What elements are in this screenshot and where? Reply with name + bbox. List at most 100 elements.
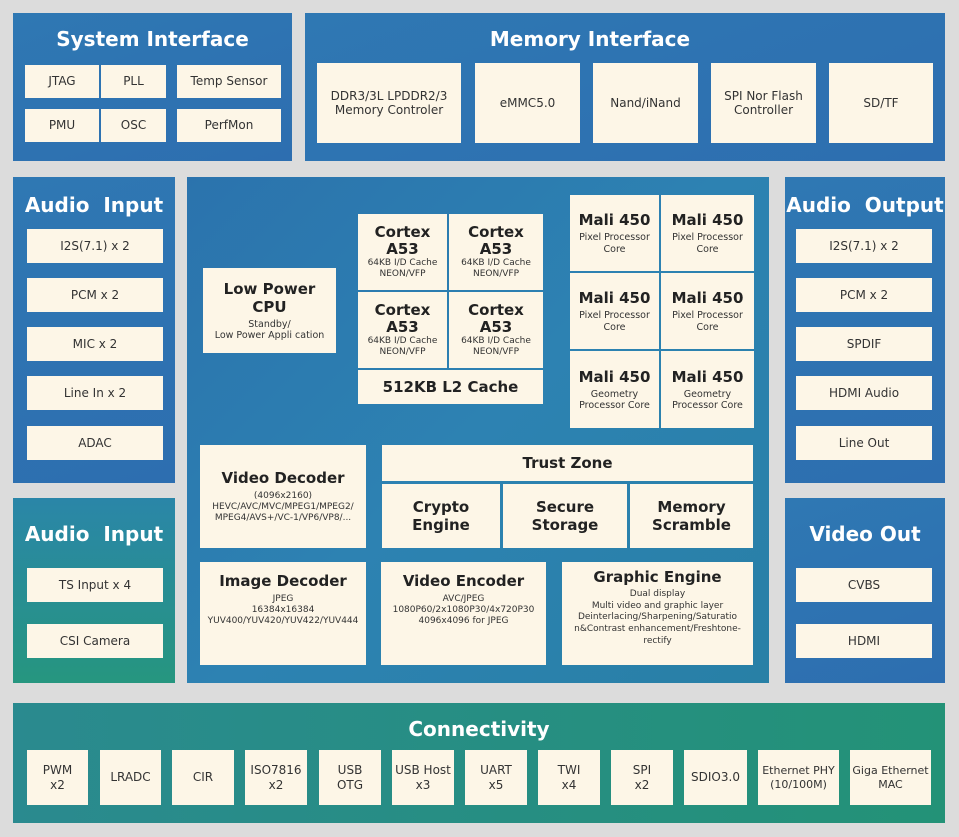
csi-camera-block: CSI Camera <box>27 624 163 658</box>
audio-output-panel: Audio Output I2S(7.1) x 2 PCM x 2 SPDIF … <box>785 177 945 483</box>
system-interface-panel: System Interface JTAG PLL Temp Sensor PM… <box>13 13 292 161</box>
lradc-block: LRADC <box>100 750 161 805</box>
pll-block: PLL <box>101 65 166 98</box>
low-power-cpu-desc: Standby/Low Power Appli cation <box>214 318 325 341</box>
trust-zone-header: Trust Zone <box>382 445 753 481</box>
line-out-block: Line Out <box>796 426 932 460</box>
video-out-panel: Video Out CVBS HDMI <box>785 498 945 683</box>
mic-block: MIC x 2 <box>27 327 163 361</box>
audio-input-2-panel: Audio Input TS Input x 4 CSI Camera <box>13 498 175 683</box>
ethernet-phy-block: Ethernet PHY(10/100M) <box>758 750 839 805</box>
audio-input-2-title: Audio Input <box>24 522 164 546</box>
cvbs-block: CVBS <box>796 568 932 602</box>
audio-input-title: Audio Input <box>24 193 164 217</box>
system-interface-title: System Interface <box>56 27 249 51</box>
temp-sensor-block: Temp Sensor <box>177 65 281 98</box>
perfmon-block: PerfMon <box>177 109 281 142</box>
video-out-title: Video Out <box>809 522 921 546</box>
pmu-block: PMU <box>25 109 99 142</box>
adac-block: ADAC <box>27 426 163 460</box>
jtag-block: JTAG <box>25 65 99 98</box>
l2-cache-block: 512KB L2 Cache <box>358 370 543 404</box>
image-decoder-title: Image Decoder <box>219 572 347 590</box>
nand-block: Nand/iNand <box>593 63 698 143</box>
video-decoder-block: Video Decoder (4096x2160)HEVC/AVC/MVC/MP… <box>200 445 366 548</box>
sd-tf-block: SD/TF <box>829 63 933 143</box>
cir-block: CIR <box>172 750 234 805</box>
line-in-block: Line In x 2 <box>27 376 163 410</box>
memory-interface-title: Memory Interface <box>489 27 691 51</box>
osc-block: OSC <box>101 109 166 142</box>
pcm-out-block: PCM x 2 <box>796 278 932 312</box>
mali-title: Mali 450 <box>671 289 744 308</box>
mali-title: Mali 450 <box>578 289 651 308</box>
i2s-out-block: I2S(7.1) x 2 <box>796 229 932 263</box>
mali-title: Mali 450 <box>671 367 744 386</box>
mali-title: Mali 450 <box>578 211 651 230</box>
mali-title: Mali 450 <box>578 367 651 386</box>
pcm-block: PCM x 2 <box>27 278 163 312</box>
hdmi-audio-block: HDMI Audio <box>796 376 932 410</box>
sdio-block: SDIO3.0 <box>684 750 747 805</box>
video-decoder-desc: (4096x2160)HEVC/AVC/MVC/MPEG1/MPEG2/MPEG… <box>212 491 354 523</box>
graphic-engine-title: Graphic Engine <box>593 568 722 586</box>
video-decoder-title: Video Decoder <box>221 469 345 488</box>
video-encoder-title: Video Encoder <box>402 572 525 590</box>
audio-input-panel: Audio Input I2S(7.1) x 2 PCM x 2 MIC x 2… <box>13 177 175 483</box>
ts-input-block: TS Input x 4 <box>27 568 163 602</box>
i2s-block: I2S(7.1) x 2 <box>27 229 163 263</box>
mali-title: Mali 450 <box>671 211 744 230</box>
connectivity-title: Connectivity <box>408 717 550 741</box>
audio-output-title: Audio Output <box>786 193 944 217</box>
emmc-block: eMMC5.0 <box>475 63 580 143</box>
